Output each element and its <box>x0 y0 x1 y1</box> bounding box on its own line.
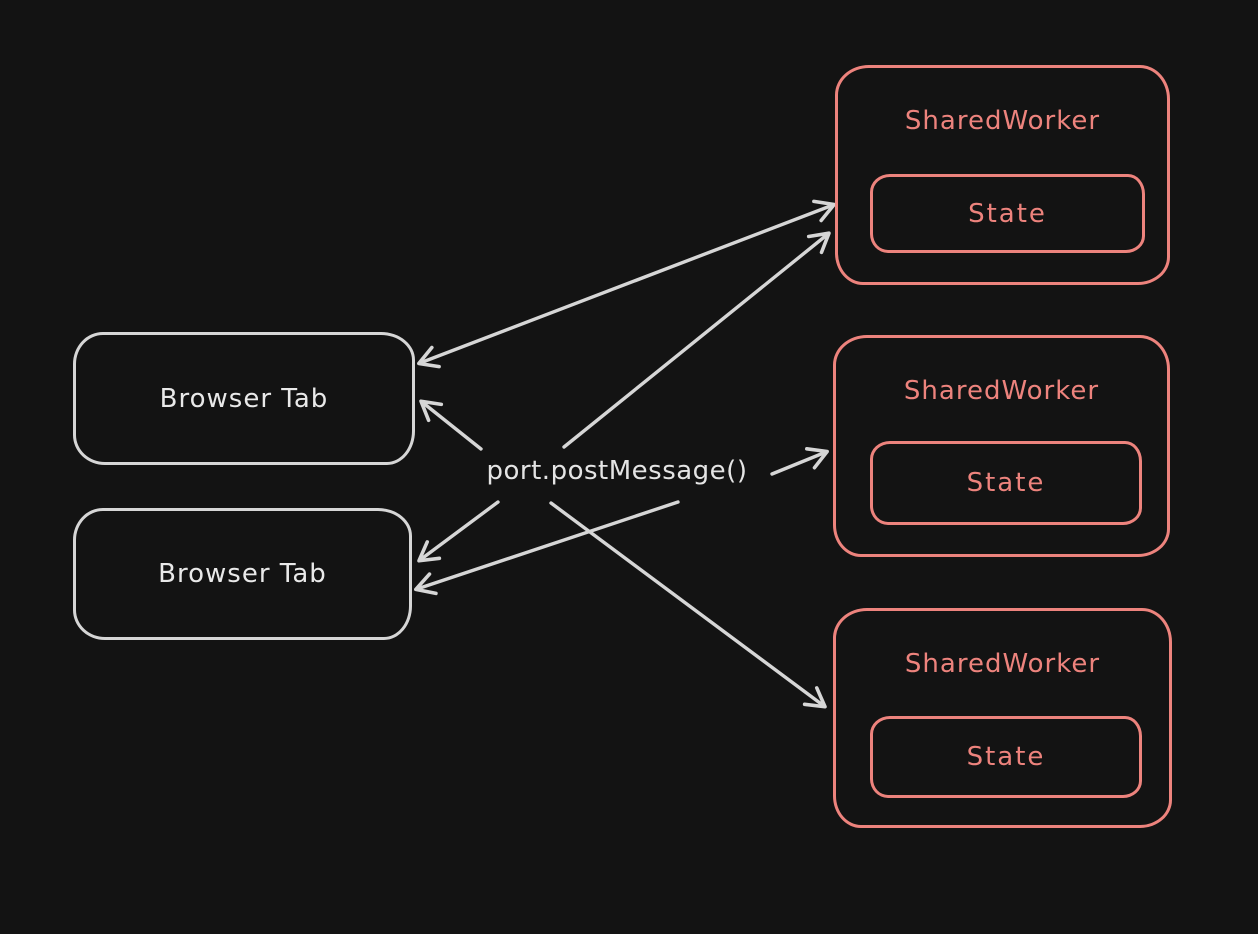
node-browser-tab-2: Browser Tab <box>73 508 412 640</box>
arrow-center-to-worker1 <box>562 231 831 449</box>
post-message-label: port.postMessage() <box>486 456 748 486</box>
shared-worker-3-label: SharedWorker <box>904 649 1101 679</box>
arrow-center-to-tab2-upper <box>417 500 500 563</box>
arrow-center-to-tab1 <box>419 399 483 451</box>
arrow-center-to-worker2 <box>770 447 829 476</box>
node-shared-worker-2: SharedWorker State <box>833 335 1170 557</box>
arrow-center-to-tab2-lower <box>414 500 680 596</box>
shared-worker-2-label: SharedWorker <box>903 376 1100 406</box>
shared-worker-1-state-box: State <box>870 174 1145 253</box>
shared-worker-1-state-label: State <box>968 198 1047 229</box>
browser-tab-1-label: Browser Tab <box>159 383 329 414</box>
shared-worker-2-state-label: State <box>966 468 1046 498</box>
node-browser-tab-1: Browser Tab <box>73 332 415 465</box>
shared-worker-3-state-label: State <box>966 742 1046 772</box>
node-shared-worker-3: SharedWorker State <box>833 608 1172 828</box>
browser-tab-2-label: Browser Tab <box>158 559 327 589</box>
node-shared-worker-1: SharedWorker State <box>835 65 1170 285</box>
shared-worker-3-state-box: State <box>870 716 1142 798</box>
shared-worker-2-state-box: State <box>870 441 1142 525</box>
shared-worker-1-label: SharedWorker <box>904 106 1101 136</box>
arrow-center-to-worker3 <box>549 501 827 709</box>
arrow-worker1-tab1-bidirectional <box>417 199 836 369</box>
